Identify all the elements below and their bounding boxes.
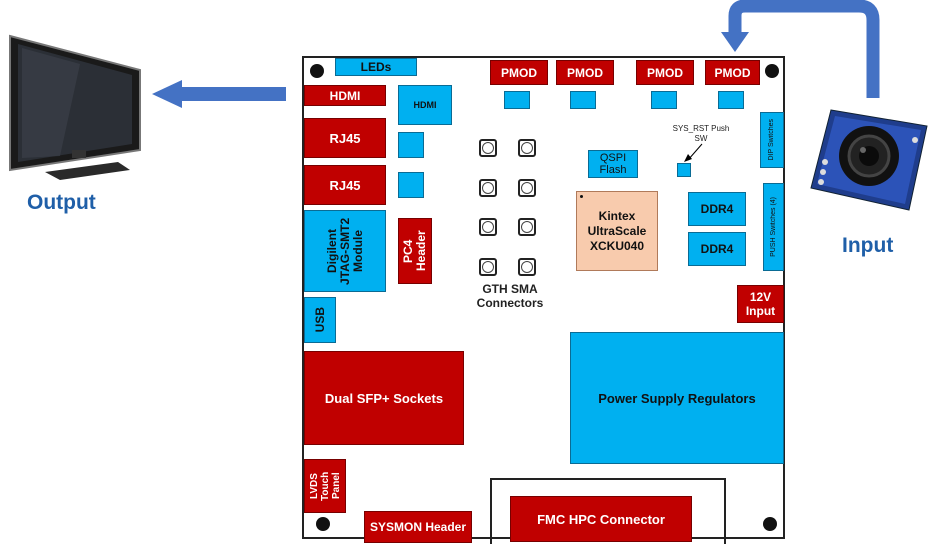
fmc-hpc-connector: FMC HPC Connector (510, 496, 692, 542)
mount-hole (765, 64, 779, 78)
pc4-label: PC4 Header (402, 219, 428, 283)
hdmi-red-block: HDMI (304, 85, 386, 106)
lvds-touch-panel: LVDS Touch Panel (304, 459, 346, 513)
push-switches: PUSH Switches (4) (763, 183, 784, 271)
output-arrow (150, 80, 290, 110)
push-label: PUSH Switches (4) (770, 197, 778, 257)
sysmon-header: SYSMON Header (364, 511, 472, 543)
pmod-2: PMOD (556, 60, 614, 85)
mount-hole (310, 64, 324, 78)
hdmi-cyan-block: HDMI (398, 85, 452, 125)
jtag-label: Digilent JTAG-SMT2 Module (326, 211, 365, 291)
input-label: Input (842, 234, 893, 258)
rj45-pad (398, 132, 424, 158)
dip-label: DIP Switches (768, 119, 776, 161)
ddr4-2: DDR4 (688, 232, 746, 266)
usb-label: USB (313, 307, 327, 332)
output-label: Output (27, 191, 96, 215)
sma-connector (518, 258, 536, 276)
sma-connector (518, 179, 536, 197)
sys-rst-pointer (676, 142, 706, 164)
sys-rst-label: SYS_RST Push SW (672, 124, 730, 144)
sma-connector (479, 179, 497, 197)
sfp-sockets: Dual SFP+ Sockets (304, 351, 464, 445)
camera-icon (805, 100, 935, 220)
pmod-4: PMOD (705, 60, 760, 85)
kintex-fpga: Kintex UltraScale XCKU040 (576, 191, 658, 271)
rj45-2: RJ45 (304, 165, 386, 205)
sma-connector (479, 139, 497, 157)
pc4-header: PC4 Header (398, 218, 432, 284)
mount-hole (316, 517, 330, 531)
pmod-pad (504, 91, 530, 109)
sma-connector (479, 218, 497, 236)
sma-connector (518, 218, 536, 236)
mount-hole (763, 517, 777, 531)
pmod-pad (718, 91, 744, 109)
lvds-label: LVDS Touch Panel (309, 460, 342, 512)
pin1-marker (580, 195, 583, 198)
rj45-1: RJ45 (304, 118, 386, 158)
power-regulators: Power Supply Regulators (570, 332, 784, 464)
power-input: 12V Input (737, 285, 784, 323)
qspi-flash: QSPI Flash (588, 150, 638, 178)
sys-rst-button (677, 163, 691, 177)
monitor-icon (0, 30, 150, 180)
jtag-module: Digilent JTAG-SMT2 Module (304, 210, 386, 292)
pmod-3: PMOD (636, 60, 694, 85)
pmod-pad (651, 91, 677, 109)
gth-label: GTH SMA Connectors (466, 282, 554, 310)
ddr4-1: DDR4 (688, 192, 746, 226)
pmod-1: PMOD (490, 60, 548, 85)
sma-connector (518, 139, 536, 157)
leds-block: LEDs (335, 58, 417, 76)
pmod-pad (570, 91, 596, 109)
rj45-pad (398, 172, 424, 198)
dip-switches: DIP Switches (760, 112, 784, 168)
sma-connector (479, 258, 497, 276)
usb-port: USB (304, 297, 336, 343)
